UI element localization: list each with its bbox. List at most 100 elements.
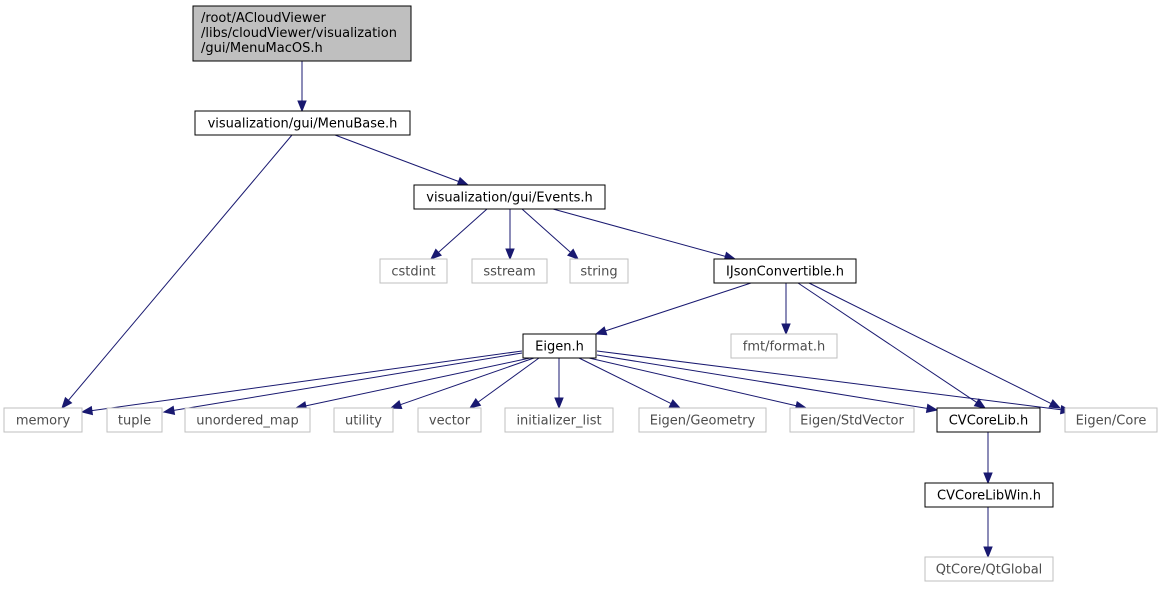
edge-eigen-to-initializer_list [554, 358, 564, 410]
arrowhead-icon [781, 323, 791, 336]
node-box [936, 407, 1041, 433]
node-eigencore: Eigen/Core [1064, 407, 1158, 433]
node-box [1064, 407, 1158, 433]
node-label: Eigen/StdVector [800, 414, 904, 429]
node-label: CVCoreLibWin.h [937, 489, 1041, 504]
node-eigenstdvector: Eigen/StdVector [789, 407, 915, 433]
edge-menumacos-to-menubase [297, 61, 307, 113]
node-qtglobal: QtCore/QtGlobal [924, 556, 1054, 582]
edge-ijson-to-eigen [594, 282, 752, 336]
edge-eigen-to-utility [389, 357, 535, 410]
node-label: /libs/cloudViewer/visualization [201, 26, 397, 41]
node-label: IJsonConvertible.h [726, 265, 844, 280]
node-label: /root/ACloudViewer [201, 11, 326, 26]
node-label: fmt/format.h [743, 340, 825, 355]
node-menumacos[interactable]: /root/ACloudViewer/libs/cloudViewer/visu… [192, 5, 412, 62]
arrowhead-icon [594, 326, 608, 336]
node-box [192, 5, 412, 62]
edge-events-to-cstdint [429, 208, 488, 260]
edge-ijson-to-cvcorelib [797, 282, 987, 409]
node-box [522, 333, 597, 359]
arrowhead-icon [429, 248, 442, 260]
edge-ijson-to-fmtformat [781, 283, 791, 336]
edge-eigen-to-cvcorelib [596, 354, 939, 414]
arrowhead-icon [668, 399, 682, 409]
edge-eigen-to-eigencore [596, 350, 1073, 415]
node-box [471, 258, 548, 284]
node-box [106, 407, 163, 433]
node-unordered_map: unordered_map [184, 407, 311, 433]
node-label: cstdint [391, 265, 435, 280]
node-ijson[interactable]: IJsonConvertible.h [713, 258, 857, 284]
arrowhead-icon [468, 398, 482, 409]
edge-eigen-to-vector [468, 357, 540, 409]
node-string: string [569, 258, 629, 284]
edge-eigen-to-memory [80, 350, 523, 416]
node-events[interactable]: visualization/gui/Events.h [413, 184, 606, 210]
edge-cvcorelibwin-to-qtglobal [983, 507, 993, 559]
edge-menubase-to-events [334, 134, 470, 186]
edge-events-to-ijson [552, 208, 737, 261]
node-label: Eigen.h [535, 340, 584, 355]
node-label: unordered_map [196, 414, 299, 429]
edge-eigen-to-tuple [162, 352, 523, 415]
node-box [184, 407, 311, 433]
node-box [638, 407, 767, 433]
node-eigengeometry: Eigen/Geometry [638, 407, 767, 433]
node-memory: memory [3, 407, 83, 433]
node-box [730, 333, 838, 359]
node-box [504, 407, 614, 433]
edge-events-to-sstream [505, 209, 515, 261]
node-box [924, 556, 1054, 582]
node-fmtformat: fmt/format.h [730, 333, 838, 359]
node-box [194, 110, 411, 136]
node-label: Eigen/Core [1076, 414, 1147, 429]
node-label: CVCoreLib.h [949, 414, 1029, 429]
node-box [713, 258, 857, 284]
arrowhead-icon [925, 403, 939, 414]
node-box [789, 407, 915, 433]
node-tuple: tuple [106, 407, 163, 433]
node-cvcorelibwin[interactable]: CVCoreLibWin.h [924, 482, 1054, 508]
node-label: initializer_list [516, 414, 601, 429]
node-label: tuple [118, 414, 151, 429]
node-label: sstream [483, 265, 535, 280]
node-box [3, 407, 83, 433]
arrowhead-icon [983, 472, 993, 485]
node-box [924, 482, 1054, 508]
node-menubase[interactable]: visualization/gui/MenuBase.h [194, 110, 411, 136]
arrowhead-icon [973, 398, 987, 409]
arrowhead-icon [456, 176, 470, 186]
arrowhead-icon [1048, 399, 1062, 409]
arrowhead-icon [297, 100, 307, 113]
node-box [379, 258, 448, 284]
edge-menubase-to-memory [61, 134, 293, 410]
edge-cvcorelib-to-cvcorelibwin [983, 432, 993, 485]
arrowhead-icon [389, 400, 403, 410]
arrowhead-icon [554, 397, 564, 410]
node-cvcorelib[interactable]: CVCoreLib.h [936, 407, 1041, 433]
node-vector: vector [417, 407, 482, 433]
arrowhead-icon [505, 248, 515, 261]
node-label: memory [16, 414, 71, 429]
node-utility: utility [333, 407, 394, 433]
node-label: Eigen/Geometry [650, 414, 756, 429]
node-sstream: sstream [471, 258, 548, 284]
node-label: QtCore/QtGlobal [936, 563, 1043, 578]
node-eigen[interactable]: Eigen.h [522, 333, 597, 359]
node-box [333, 407, 394, 433]
arrowhead-icon [567, 248, 580, 260]
node-box [417, 407, 482, 433]
node-label: string [580, 265, 617, 280]
arrowhead-icon [80, 405, 94, 416]
node-label: vector [429, 414, 471, 429]
node-box [569, 258, 629, 284]
node-label: /gui/MenuMacOS.h [201, 41, 323, 56]
edge-events-to-string [521, 208, 580, 260]
node-initializer_list: initializer_list [504, 407, 614, 433]
node-cstdint: cstdint [379, 258, 448, 284]
edge-ijson-to-eigencore [808, 282, 1062, 409]
node-label: visualization/gui/Events.h [426, 191, 592, 206]
node-label: utility [345, 414, 382, 429]
